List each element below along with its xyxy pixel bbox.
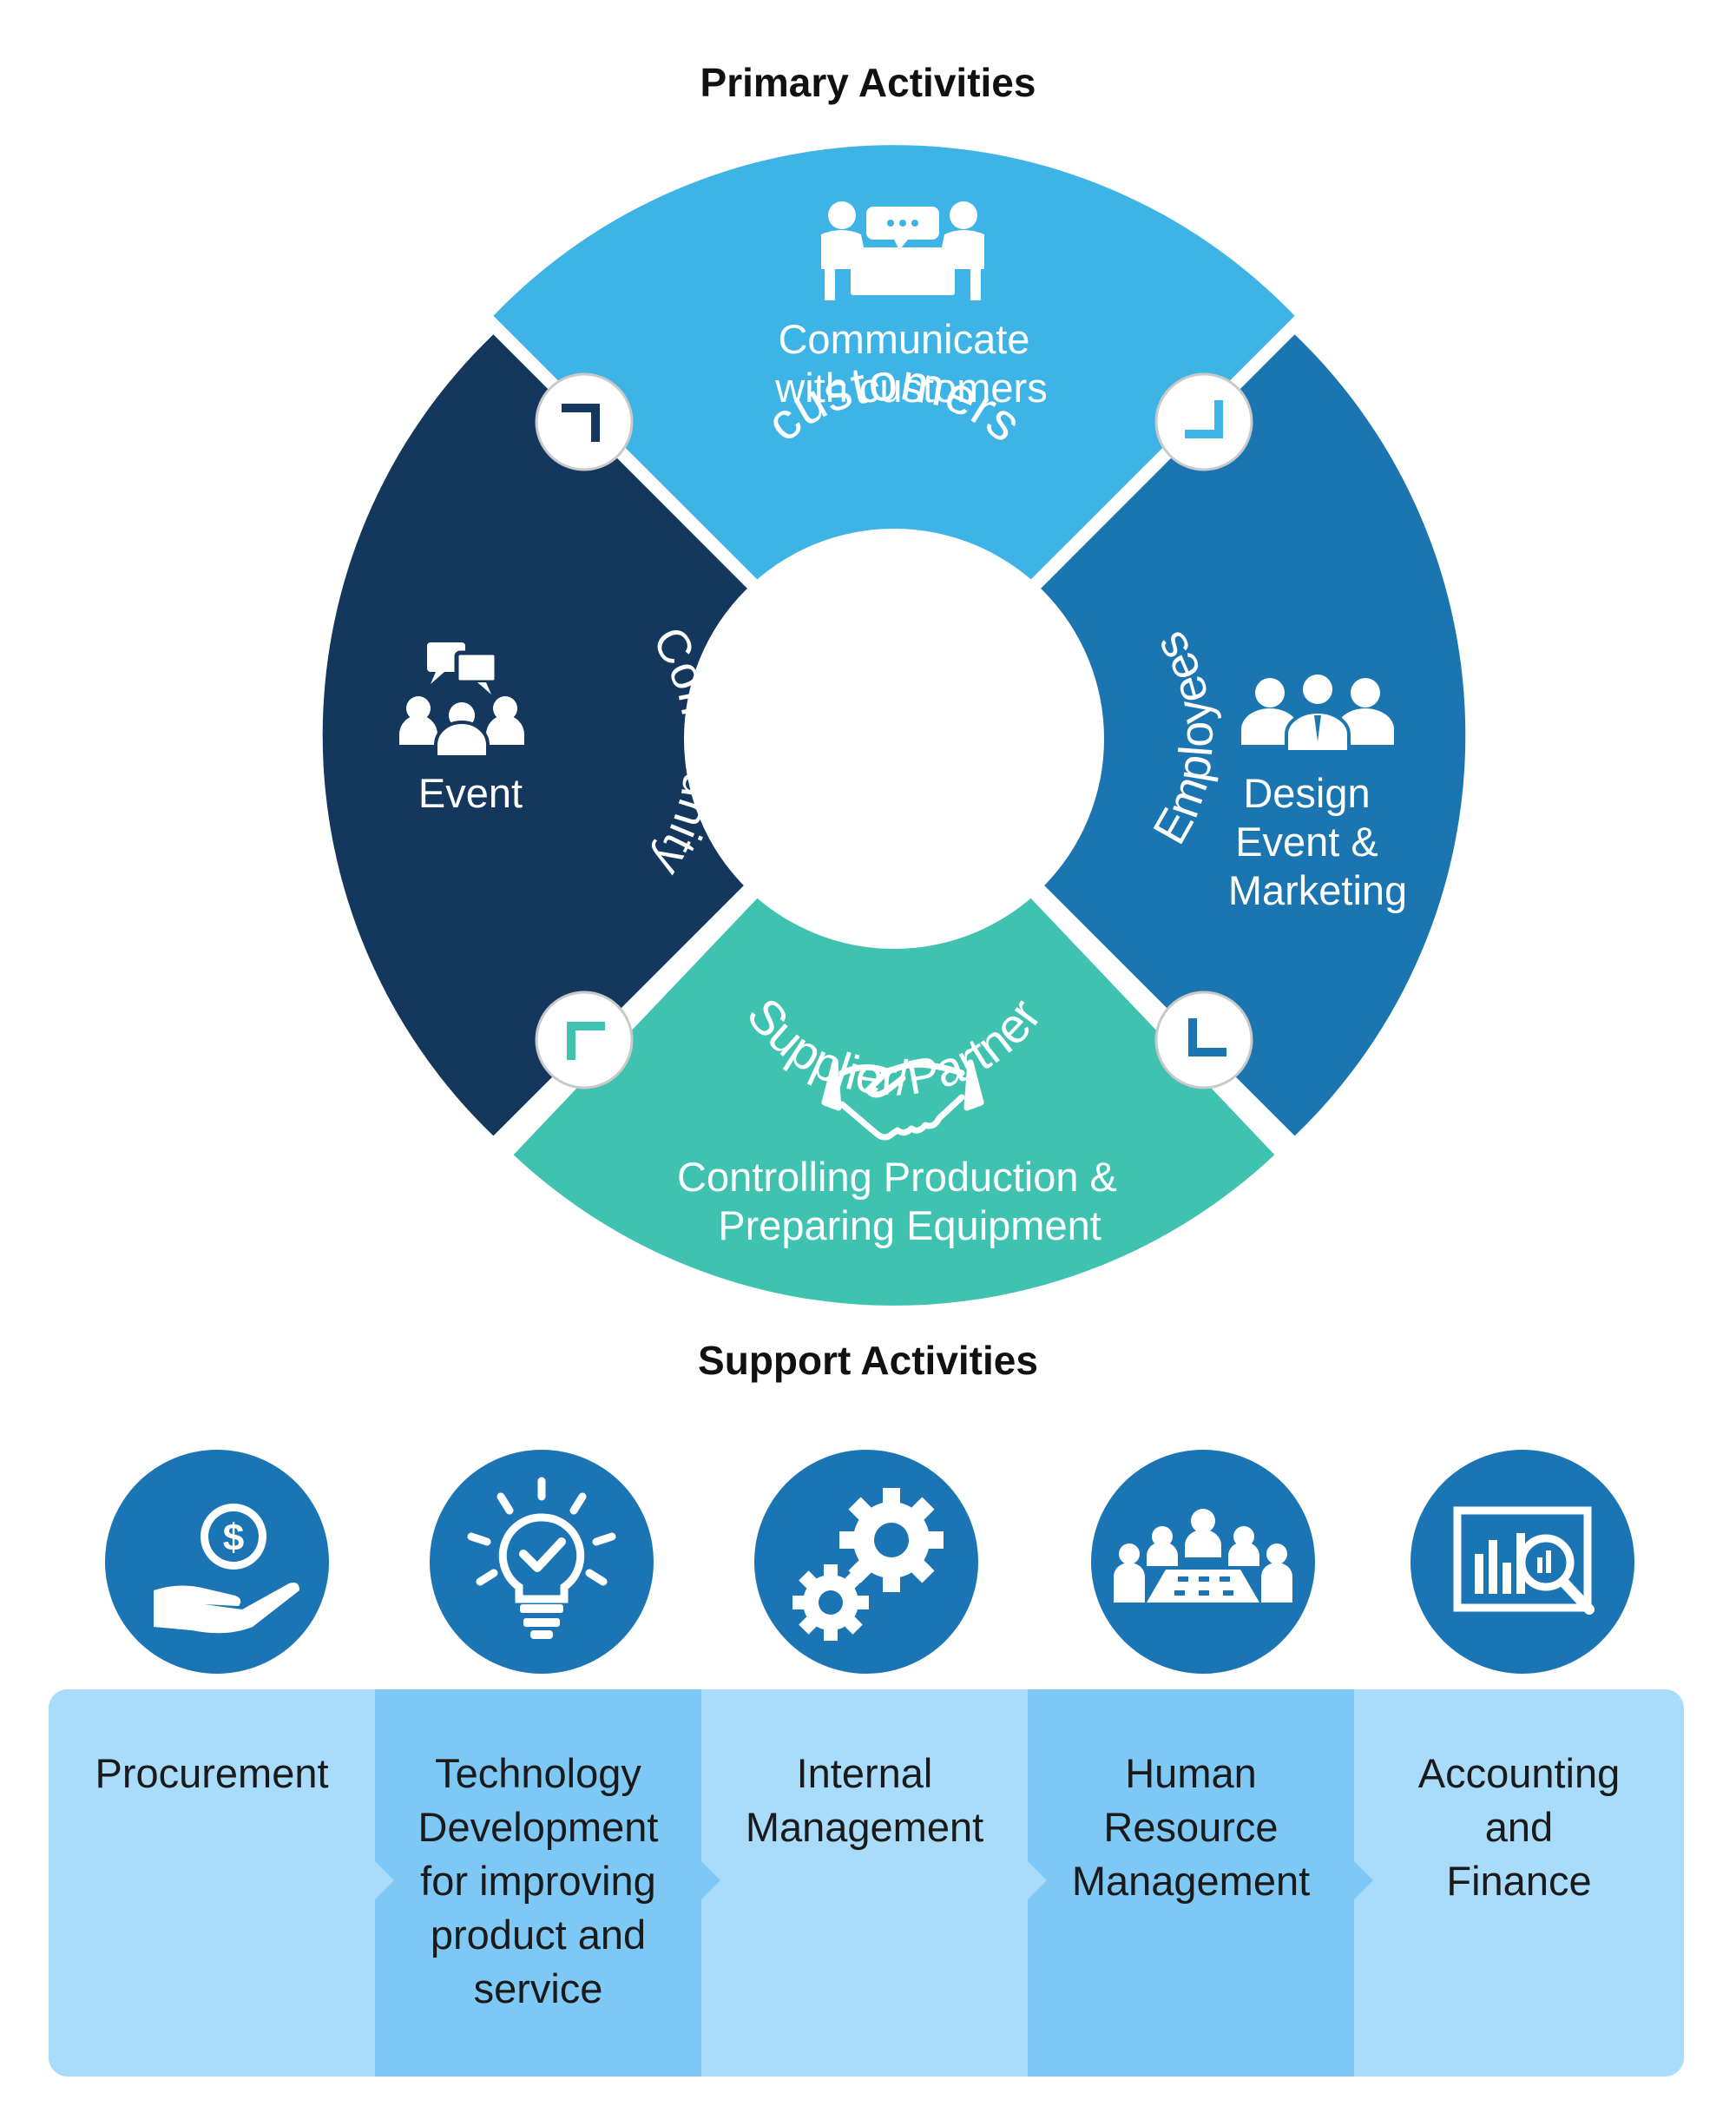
svg-text:$: $ — [223, 1517, 244, 1559]
procurement-circle: $ — [105, 1450, 329, 1674]
human-resource-label: Human Resource Management — [1071, 1750, 1311, 1904]
segment-left-label: Event — [418, 770, 523, 816]
technology-circle — [430, 1450, 654, 1674]
arrow-procurement-to-technology — [375, 1861, 394, 1899]
team-meeting-icon — [1114, 1509, 1292, 1603]
corner-badge-bottom-left — [535, 991, 634, 1089]
meeting-icon — [821, 201, 984, 300]
internal-management-circle — [754, 1450, 978, 1674]
arrow-internal-to-hr — [1028, 1861, 1047, 1899]
primary-activities-title: Primary Activities — [700, 60, 1036, 105]
technology-label: Technology Development for improving pro… — [418, 1750, 659, 2011]
lightbulb-icon — [467, 1477, 616, 1639]
band-accounting: Accounting and Finance — [1354, 1689, 1684, 2077]
community-chat-icon — [399, 642, 524, 759]
segment-top — [493, 145, 1295, 717]
corner-badge-top-left — [535, 372, 634, 471]
accounting-circle — [1410, 1450, 1634, 1674]
employees-icon — [1241, 671, 1394, 754]
arrow-technology-to-internal — [701, 1861, 720, 1899]
gears-icon — [792, 1488, 944, 1641]
band-technology: Technology Development for improving pro… — [375, 1689, 701, 2077]
band-procurement: Procurement — [49, 1689, 375, 2077]
segment-right-label: Design Event & Marketing — [1228, 770, 1407, 913]
corner-badge-bottom-right — [1154, 991, 1253, 1089]
accounting-label: Accounting and Finance — [1417, 1750, 1621, 1904]
arrow-hr-to-accounting — [1354, 1861, 1373, 1899]
value-chain-wheel: customers Supplier/Partner Community Emp… — [322, 145, 1466, 1306]
band-internal-management: Internal Management — [701, 1689, 1028, 2077]
corner-badge-top-right — [1154, 372, 1253, 471]
segment-bottom — [513, 754, 1275, 1306]
internal-management-label: Internal Management — [745, 1750, 984, 1850]
human-resource-circle — [1091, 1450, 1315, 1674]
segment-right — [894, 334, 1466, 1136]
money-hand-icon: $ — [154, 1504, 299, 1634]
support-activities-band: Procurement Technology Development for i… — [49, 1689, 1684, 2077]
segment-top-label: Communicate with customers — [774, 316, 1047, 411]
procurement-label: Procurement — [95, 1750, 329, 1796]
segment-bottom-label: Controlling Production & Preparing Equip… — [677, 1154, 1128, 1248]
segment-left — [322, 334, 894, 1136]
support-activities-title: Support Activities — [698, 1338, 1038, 1383]
band-human-resource: Human Resource Management — [1028, 1689, 1354, 2077]
handshake-icon — [821, 1059, 984, 1141]
wheel-center — [684, 529, 1104, 949]
chart-magnifier-icon — [1453, 1506, 1595, 1615]
